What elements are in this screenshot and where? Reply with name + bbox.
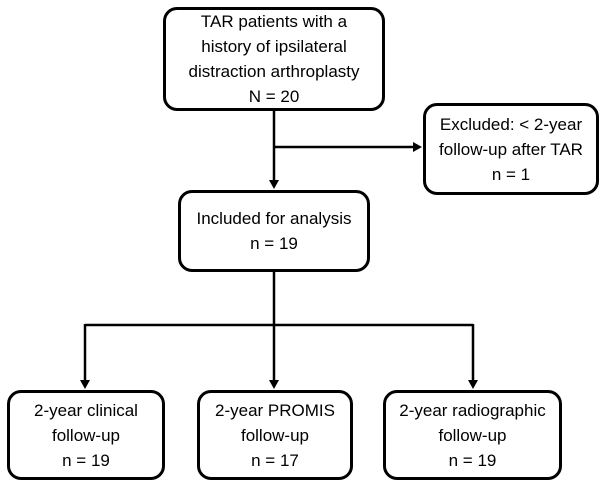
arrowhead-into-included [269, 180, 279, 189]
box-included-line1: Included for analysis [196, 209, 352, 228]
box-radiographic-line1: 2-year radiographic [399, 400, 546, 420]
box-tar-patients: TAR patients with a history of ipsilater… [163, 7, 385, 111]
box-excluded-line2: follow-up after TAR [439, 139, 583, 159]
box-promis-followup: 2-year PROMIS follow-up n = 17 [197, 390, 353, 480]
box-tar-patients-line3: distraction arthroplasty [188, 62, 360, 81]
box-promis-line2: follow-up [240, 425, 310, 445]
arrowhead-into-radiographic [468, 380, 478, 389]
box-included: Included for analysis n = 19 [178, 190, 370, 272]
box-included-count: n = 19 [250, 234, 298, 253]
box-clinical-line2: follow-up [51, 425, 121, 445]
box-radiographic-followup: 2-year radiographic follow-up n = 19 [383, 390, 562, 480]
box-promis-count: n = 17 [251, 450, 299, 470]
box-clinical-count: n = 19 [62, 450, 110, 470]
box-radiographic-line2: follow-up [438, 425, 507, 445]
arrowhead-into-clinical [80, 380, 90, 389]
box-tar-patients-line2: history of ipsilateral [201, 37, 347, 56]
box-tar-patients-line1: TAR patients with a [200, 12, 348, 31]
box-excluded: Excluded: < 2-year follow-up after TAR n… [423, 103, 599, 195]
box-excluded-count: n = 1 [491, 164, 531, 184]
box-tar-patients-count: N = 20 [248, 87, 300, 106]
box-radiographic-count: n = 19 [448, 450, 497, 470]
box-excluded-line1: Excluded: < 2-year [439, 114, 583, 134]
box-clinical-line1: 2-year clinical [34, 400, 138, 420]
box-promis-line1: 2-year PROMIS [215, 400, 335, 420]
arrowhead-into-excluded [413, 142, 422, 152]
arrowhead-into-promis [269, 380, 279, 389]
box-clinical-followup: 2-year clinical follow-up n = 19 [7, 390, 165, 480]
